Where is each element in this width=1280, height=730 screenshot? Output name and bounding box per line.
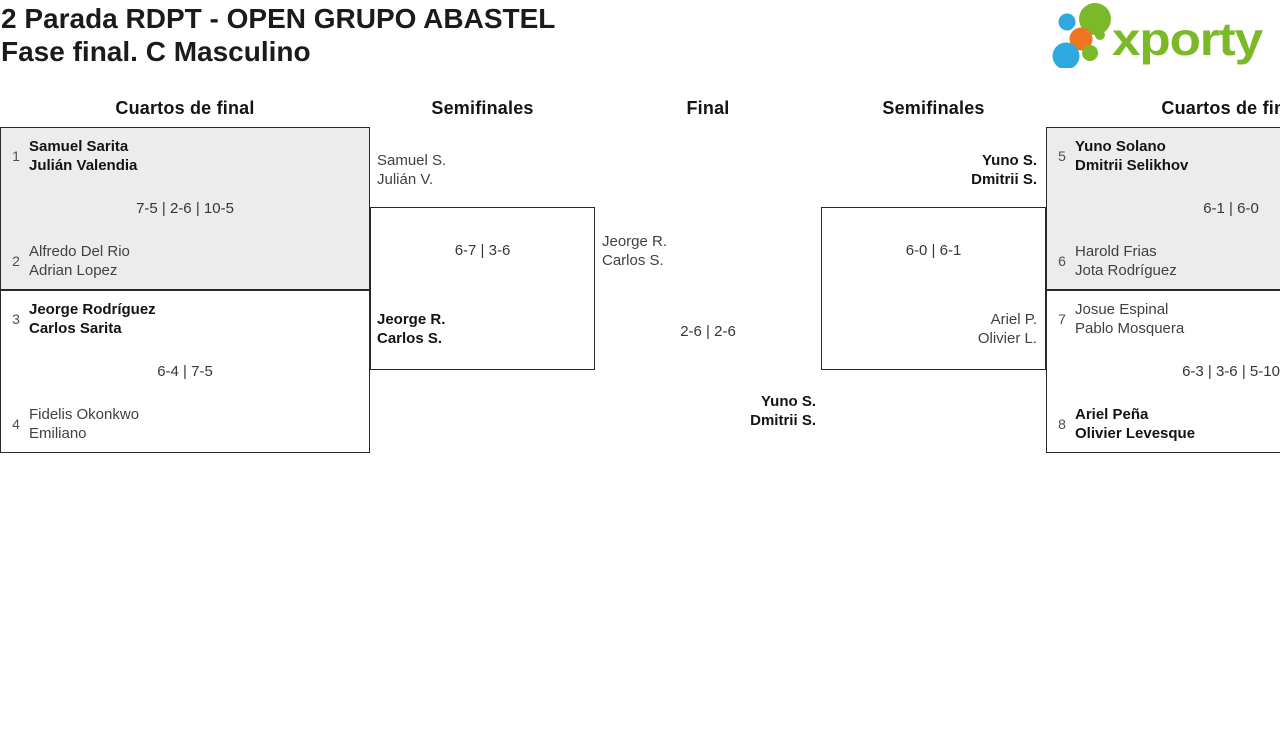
team-names: Yuno Solano Dmitrii Selikhov [1075, 137, 1188, 175]
team-names: Harold Frias Jota Rodríguez [1075, 242, 1177, 280]
match-score: 6-4 | 7-5 [157, 363, 213, 380]
team-row: 4 Fidelis Okonkwo Emiliano [8, 405, 365, 443]
player-name: Olivier Levesque [1075, 425, 1196, 442]
seed-number: 1 [12, 148, 20, 164]
seed-number: 6 [1058, 253, 1066, 269]
match-sf-right[interactable]: Yuno S. Dmitrii S. 6-0 | 6-1 Ariel P. Ol… [821, 152, 1046, 370]
round-header-qf-left: Cuartos de final [115, 98, 255, 118]
player-name: Jota Rodríguez [1075, 262, 1177, 279]
match-score: 7-5 | 2-6 | 10-5 [136, 200, 234, 217]
match-qf-left-top[interactable]: 1 Samuel Sarita Julián Valendia 7-5 | 2-… [0, 127, 370, 290]
final-team-bottom: Yuno S. Dmitrii S. [750, 392, 816, 430]
player-name: Jeorge Rodríguez [29, 301, 156, 318]
team-names: Josue Espinal Pablo Mosquera [1075, 300, 1184, 338]
xporty-logo[interactable]: xporty [1048, 2, 1270, 73]
team-row: 1 Samuel Sarita Julián Valendia [8, 137, 365, 175]
player-name: Jeorge R. [602, 233, 668, 250]
seed-number: 2 [12, 253, 20, 269]
player-name: Yuno S. [981, 152, 1037, 169]
player-name: Carlos S. [602, 252, 664, 269]
tournament-name: 2 Parada RDPT - OPEN GRUPO ABASTEL [1, 3, 556, 34]
xporty-logo-text: xporty [1112, 13, 1264, 65]
player-name: Pablo Mosquera [1075, 320, 1185, 337]
team-names: Alfredo Del Rio Adrian Lopez [29, 242, 130, 280]
seed-number: 8 [1058, 416, 1066, 432]
round-header-final: Final [686, 98, 730, 118]
match-score: 6-7 | 3-6 [454, 242, 511, 259]
seed-number: 5 [1058, 148, 1066, 164]
player-name: Jeorge R. [377, 311, 446, 328]
match-score: 6-0 | 6-1 [905, 242, 962, 259]
match-score: 6-3 | 3-6 | 5-10 [1182, 363, 1280, 380]
page-title: 2 Parada RDPT - OPEN GRUPO ABASTEL Fase … [1, 2, 555, 68]
player-name: Samuel Sarita [29, 138, 129, 155]
match-score: 6-1 | 6-0 [1203, 200, 1259, 217]
seed-number: 3 [12, 311, 20, 327]
team-row: 2 Alfredo Del Rio Adrian Lopez [8, 242, 365, 280]
xporty-logo-icon: xporty [1052, 3, 1265, 70]
player-name: Dmitrii Selikhov [1075, 157, 1189, 174]
seed-number: 4 [12, 416, 20, 432]
team-names: Jeorge Rodríguez Carlos Sarita [29, 300, 156, 338]
player-name: Carlos S. [377, 330, 443, 347]
team-names: Samuel S. Julián V. [377, 151, 446, 189]
match-qf-left-bottom[interactable]: 3 Jeorge Rodríguez Carlos Sarita 6-4 | 7… [0, 290, 370, 453]
final-team-top: Jeorge R. Carlos S. [602, 232, 667, 270]
player-name: Carlos Sarita [29, 320, 122, 337]
round-header-qf-right: Cuartos de final [1161, 98, 1280, 118]
team-row: 7 Josue Espinal Pablo Mosquera [1054, 300, 1280, 338]
round-header-sf-left: Semifinales [431, 98, 534, 118]
team-names: Ariel Peña Olivier Levesque [1075, 405, 1195, 443]
player-name: Dmitrii S. [971, 171, 1037, 188]
phase-category: Fase final. C Masculino [1, 36, 311, 67]
player-name: Ariel Peña [1075, 406, 1149, 423]
team-names: Samuel Sarita Julián Valendia [29, 137, 137, 175]
team-names: Fidelis Okonkwo Emiliano [29, 405, 139, 443]
player-name: Yuno S. [760, 393, 816, 410]
team-row: 6 Harold Frias Jota Rodríguez [1054, 242, 1280, 280]
round-header-sf-right: Semifinales [882, 98, 985, 118]
player-name: Adrian Lopez [29, 262, 118, 279]
final-score: 2-6 | 2-6 [680, 323, 736, 340]
team-names: Yuno S. Dmitrii S. [971, 151, 1037, 189]
player-name: Ariel P. [990, 311, 1037, 328]
team-names: Ariel P. Olivier L. [978, 310, 1037, 348]
match-sf-left[interactable]: Samuel S. Julián V. 6-7 | 3-6 Jeorge R. … [370, 152, 595, 370]
team-names: Jeorge R. Carlos S. [377, 310, 445, 348]
player-name: Olivier L. [977, 330, 1037, 347]
team-row: 5 Yuno Solano Dmitrii Selikhov [1054, 137, 1280, 175]
seed-number: 7 [1058, 311, 1066, 327]
player-name: Dmitrii S. [750, 412, 816, 429]
match-qf-right-top[interactable]: 5 Yuno Solano Dmitrii Selikhov 6-1 | 6-0… [1046, 127, 1280, 290]
player-name: Alfredo Del Rio [29, 243, 130, 260]
player-name: Fidelis Okonkwo [29, 406, 140, 423]
player-name: Emiliano [29, 425, 87, 442]
player-name: Yuno Solano [1075, 138, 1166, 155]
match-qf-right-bottom[interactable]: 7 Josue Espinal Pablo Mosquera 6-3 | 3-6… [1046, 290, 1280, 453]
player-name: Harold Frias [1075, 243, 1157, 260]
team-row: 3 Jeorge Rodríguez Carlos Sarita [8, 300, 365, 338]
team-row: 8 Ariel Peña Olivier Levesque [1054, 405, 1280, 443]
player-name: Samuel S. [377, 152, 447, 169]
player-name: Julián V. [377, 171, 434, 188]
player-name: Josue Espinal [1075, 301, 1169, 318]
player-name: Julián Valendia [29, 157, 138, 174]
